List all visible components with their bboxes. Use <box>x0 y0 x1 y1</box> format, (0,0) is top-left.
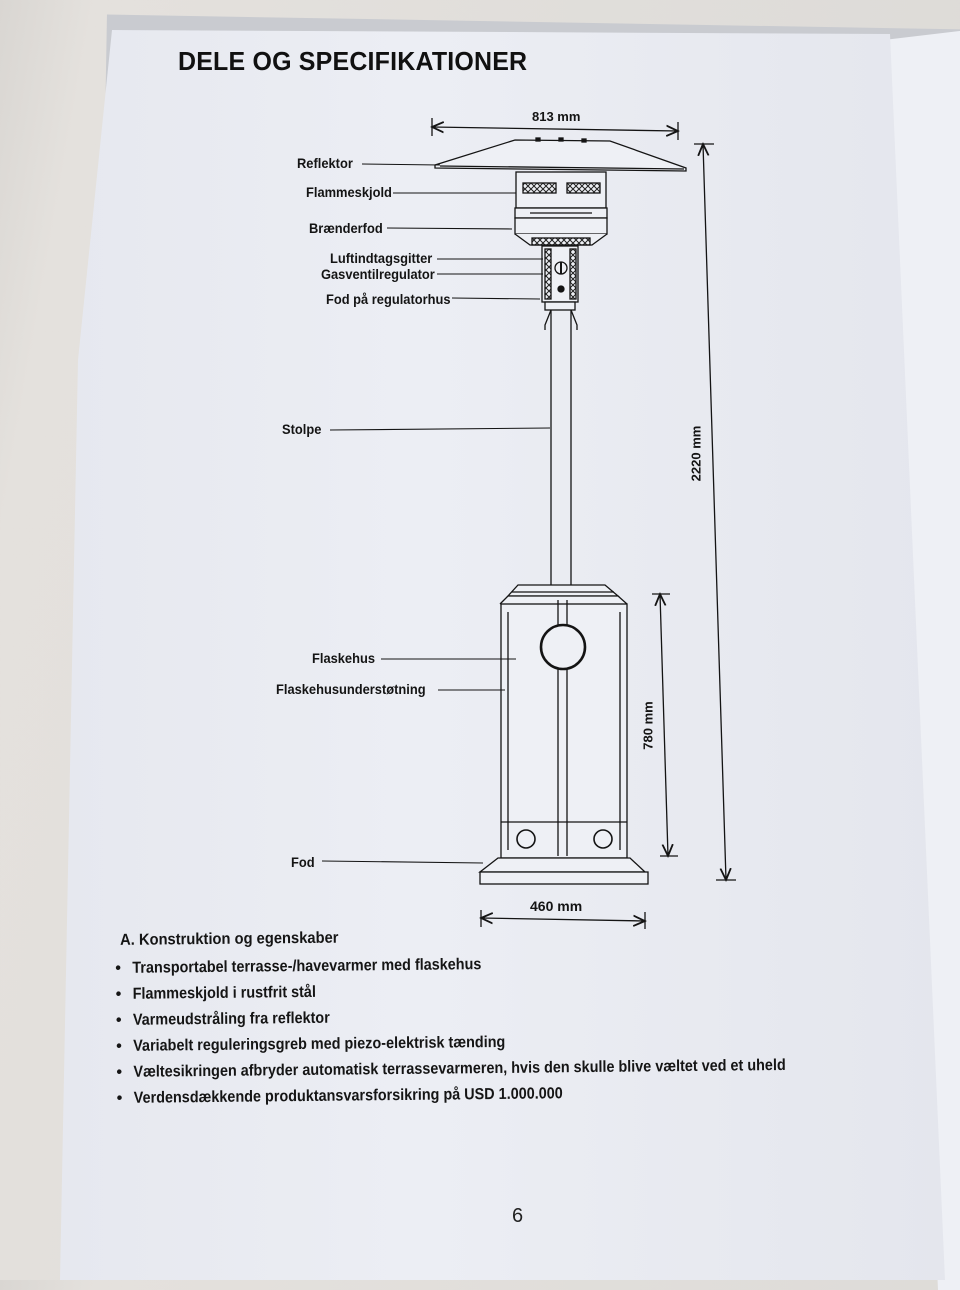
dimension-total-height: 2220 mm <box>688 425 704 482</box>
bullet-icon: • <box>115 959 122 977</box>
label-luftindtagsgitter: Luftindtagsgitter <box>330 250 433 266</box>
label-fod: Fod <box>291 854 315 870</box>
label-flammeskjold: Flammeskjold <box>306 184 392 200</box>
label-gasventilregulator: Gasventilregulator <box>321 266 435 282</box>
label-braenderfod: Brænderfod <box>309 220 383 236</box>
bullet-icon: • <box>116 1089 123 1107</box>
bullet-icon: • <box>115 1011 122 1029</box>
page-title: DELE OG SPECIFIKATIONER <box>178 46 528 76</box>
label-stolpe: Stolpe <box>282 421 322 437</box>
dimension-reflector-width: 813 mm <box>532 109 581 124</box>
features-section: A. Konstruktion og egenskaber •Transport… <box>112 925 814 1112</box>
page-number: 6 <box>512 1205 524 1227</box>
bullet-icon: • <box>116 1063 123 1081</box>
label-reflektor: Reflektor <box>297 155 353 171</box>
label-flaskehusunderstotning: Flaskehusunderstøtning <box>276 681 426 697</box>
bullet-icon: • <box>116 1037 122 1055</box>
label-flaskehus: Flaskehus <box>312 650 376 666</box>
dimension-housing-height: 780 mm <box>640 701 656 750</box>
bullet-icon: • <box>115 985 122 1003</box>
features-list: •Transportabel terrasse-/havevarmer med … <box>112 949 814 1112</box>
dimension-base-width: 460 mm <box>530 898 583 914</box>
label-fod-regulatorhus: Fod på regulatorhus <box>326 291 451 307</box>
